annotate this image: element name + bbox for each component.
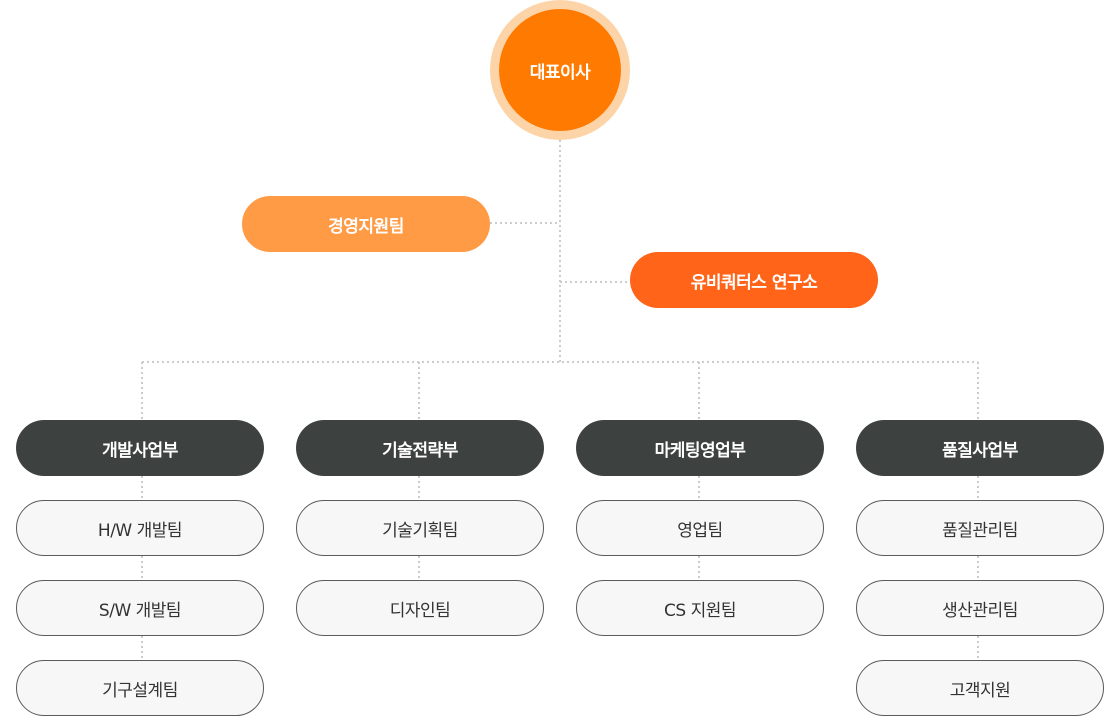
- team-node: 생산관리팀: [856, 580, 1104, 636]
- team-node: 품질관리팀: [856, 500, 1104, 556]
- management-support-node: 경영지원팀: [242, 196, 490, 252]
- department-node: 마케팅영업부: [576, 420, 824, 476]
- team-node: S/W 개발팀: [16, 580, 264, 636]
- team-node: 기술기획팀: [296, 500, 544, 556]
- team-node: 디자인팀: [296, 580, 544, 636]
- team-node: 고객지원: [856, 660, 1104, 716]
- team-node: H/W 개발팀: [16, 500, 264, 556]
- ceo-node: 대표이사: [499, 9, 621, 131]
- team-node: CS 지원팀: [576, 580, 824, 636]
- team-node: 기구설계팀: [16, 660, 264, 716]
- department-node: 품질사업부: [856, 420, 1104, 476]
- research-lab-node: 유비쿼터스 연구소: [630, 252, 878, 308]
- department-node: 개발사업부: [16, 420, 264, 476]
- team-node: 영업팀: [576, 500, 824, 556]
- department-node: 기술전략부: [296, 420, 544, 476]
